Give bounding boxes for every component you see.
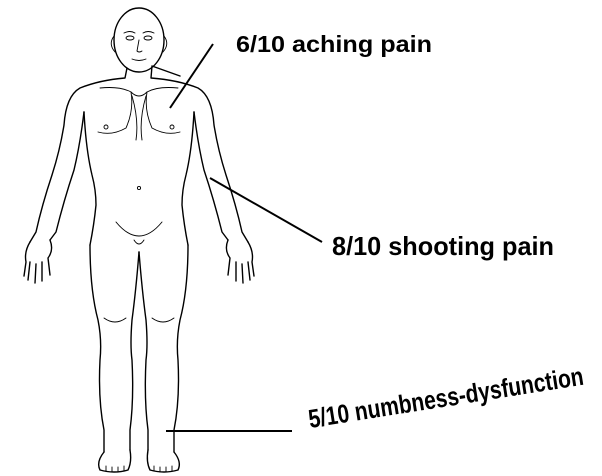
face <box>124 32 154 61</box>
leg-right-inner <box>139 252 148 450</box>
torso-right <box>182 112 194 245</box>
hand-right <box>226 240 254 283</box>
torso-left <box>84 112 96 245</box>
label-foot-numbness: 5/10 numbness-dysfunction <box>306 361 585 434</box>
human-body-figure <box>24 8 254 472</box>
foot-right <box>147 450 179 472</box>
torso-outline <box>30 66 248 242</box>
arm-left-inner <box>50 112 84 240</box>
leader-line-chest <box>170 44 213 108</box>
knee-left <box>104 318 126 322</box>
arm-right-inner <box>194 112 228 240</box>
knee-right <box>152 318 174 322</box>
groin <box>134 240 144 244</box>
label-arm-pain: 8/10 shooting pain <box>332 231 554 261</box>
chest-details <box>98 88 180 190</box>
leader-line-arm <box>210 178 322 242</box>
foot-left <box>99 450 131 472</box>
leg-left <box>90 245 104 452</box>
pelvis <box>116 222 162 236</box>
leg-right <box>174 245 188 452</box>
label-chest-pain: 6/10 aching pain <box>236 31 432 57</box>
leg-left-inner <box>130 252 139 450</box>
hand-left <box>24 240 52 283</box>
